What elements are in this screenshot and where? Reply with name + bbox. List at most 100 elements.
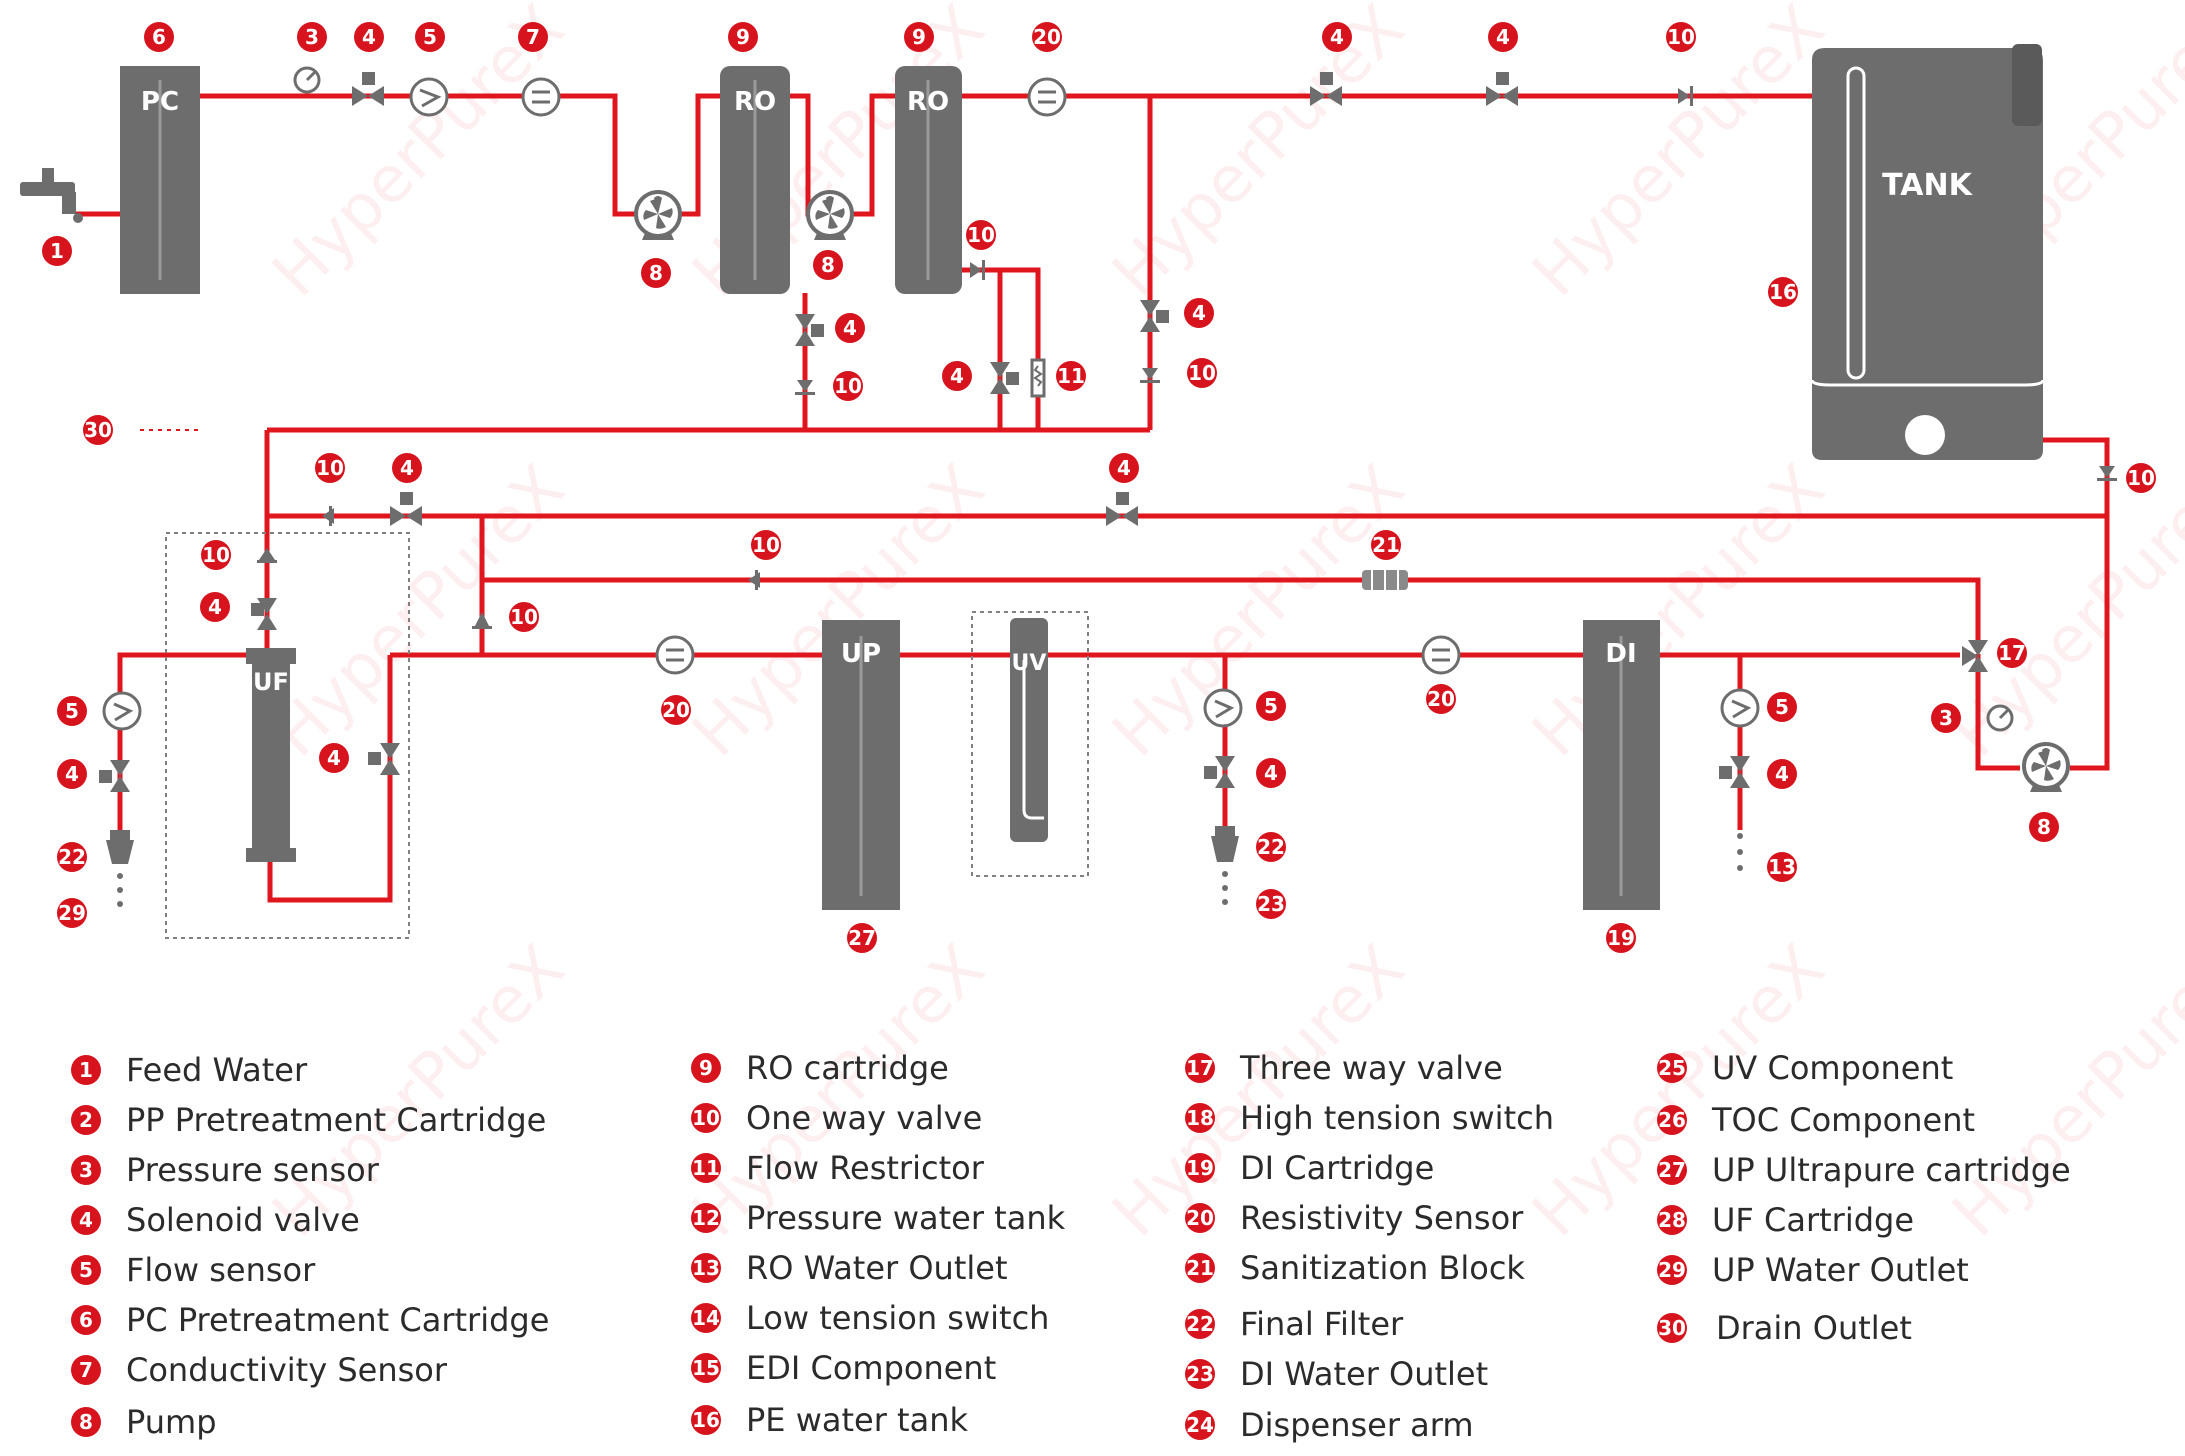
- badge: 4: [200, 592, 230, 622]
- svg-text:20: 20: [1033, 25, 1061, 49]
- sensors: [102, 66, 2014, 732]
- solenoid-valve-icon: [1106, 492, 1138, 526]
- badge: 22: [57, 842, 87, 872]
- badge: 10: [833, 371, 863, 401]
- svg-text:4: 4: [1496, 25, 1510, 49]
- svg-text:8: 8: [79, 1410, 93, 1434]
- svg-text:10: 10: [202, 543, 230, 567]
- svg-text:15: 15: [692, 1356, 720, 1380]
- tank-label: TANK: [1882, 168, 1973, 203]
- badge: 4: [392, 453, 422, 483]
- badge: 4: [942, 361, 972, 391]
- svg-text:UP Water Outlet: UP Water Outlet: [1712, 1251, 1969, 1289]
- svg-text:17: 17: [1998, 641, 2026, 665]
- svg-text:Feed Water: Feed Water: [126, 1051, 308, 1089]
- svg-text:5: 5: [1264, 694, 1278, 718]
- ro-label-1: RO: [734, 87, 776, 117]
- diagram-badges: 1 6 3 4 5 7 9 9 20 4 4 10 8 8 10 4 10 4 …: [42, 22, 2156, 953]
- faucet-icon: [20, 168, 83, 223]
- badge: 4: [1109, 453, 1139, 483]
- svg-text:14: 14: [692, 1306, 720, 1330]
- svg-text:21: 21: [1186, 1256, 1214, 1280]
- svg-text:11: 11: [1057, 364, 1085, 388]
- one-way-valve-icon: [748, 570, 760, 590]
- badge: 20: [1426, 684, 1456, 714]
- pipe-uf-outlet: [117, 652, 250, 835]
- badge: 7: [518, 22, 548, 52]
- svg-text:12: 12: [692, 1206, 720, 1230]
- svg-text:21: 21: [1372, 533, 1400, 557]
- watermark-text: HyperPureX: [1099, 0, 1419, 311]
- di-cartridge: DI: [1583, 620, 1660, 910]
- svg-text:16: 16: [1769, 280, 1797, 304]
- svg-text:20: 20: [662, 698, 690, 722]
- svg-text:10: 10: [1188, 361, 1216, 385]
- devices: PC RO RO TANK UF: [20, 44, 2045, 910]
- resistivity-sensor-icon: [1421, 635, 1461, 675]
- solenoid-valve-icon: [1140, 300, 1169, 332]
- flow-sensor-icon: [1203, 688, 1243, 728]
- pipe-pump-to-3way: [1975, 654, 2020, 771]
- svg-text:30: 30: [1658, 1316, 1686, 1340]
- svg-text:19: 19: [1607, 926, 1635, 950]
- badge: 5: [57, 696, 87, 726]
- pressure-sensor-icon: [293, 66, 321, 94]
- svg-text:UP Ultrapure cartridge: UP Ultrapure cartridge: [1712, 1151, 2071, 1189]
- svg-text:13: 13: [692, 1256, 720, 1280]
- svg-text:13: 13: [1768, 855, 1796, 879]
- svg-text:4: 4: [1117, 456, 1131, 480]
- flow-sensor-icon: [409, 77, 449, 117]
- badge: 4: [1322, 22, 1352, 52]
- one-way-valve-icon: [2097, 466, 2117, 481]
- svg-text:3: 3: [1939, 706, 1953, 730]
- ro-label-2: RO: [907, 87, 949, 117]
- svg-text:4: 4: [65, 762, 79, 786]
- legend-item: 24 Dispenser arm: [1185, 1406, 1474, 1444]
- outlets: [106, 826, 1743, 907]
- uf-label: UF: [253, 668, 289, 696]
- check-valves: [257, 86, 2117, 629]
- badge: 27: [847, 923, 877, 953]
- solenoid-valve-icon: [368, 743, 400, 775]
- valves: [99, 72, 1988, 792]
- badge: 10: [751, 530, 781, 560]
- svg-text:10: 10: [692, 1106, 720, 1130]
- svg-text:High tension switch: High tension switch: [1240, 1099, 1554, 1137]
- badge: 4: [57, 759, 87, 789]
- solenoid-valve-icon: [352, 72, 384, 106]
- solenoid-valve-icon: [99, 760, 130, 792]
- pressure-sensor-icon: [1986, 704, 2014, 732]
- badge: 4: [319, 743, 349, 773]
- one-way-valve-icon: [1678, 86, 1693, 106]
- badge: 1: [42, 236, 72, 266]
- svg-text:29: 29: [1658, 1258, 1686, 1282]
- three-way-valve-icon: [1962, 640, 1988, 672]
- legend-item: 13 RO Water Outlet: [691, 1249, 1008, 1287]
- svg-text:22: 22: [1257, 835, 1285, 859]
- svg-text:5: 5: [1775, 695, 1789, 719]
- svg-text:10: 10: [834, 374, 862, 398]
- svg-text:24: 24: [1186, 1413, 1214, 1437]
- badge: 10: [966, 220, 996, 250]
- badge: 10: [1666, 22, 1696, 52]
- one-way-valve-icon: [795, 380, 815, 395]
- badge: 30: [83, 415, 113, 445]
- svg-text:DI Cartridge: DI Cartridge: [1240, 1149, 1434, 1187]
- svg-text:Dispenser arm: Dispenser arm: [1240, 1406, 1474, 1444]
- pumps: [634, 190, 2070, 792]
- svg-text:RO Water Outlet: RO Water Outlet: [746, 1249, 1008, 1287]
- svg-text:9: 9: [699, 1056, 713, 1080]
- badge: 17: [1997, 638, 2027, 668]
- pipe-sanit: [482, 577, 1981, 640]
- one-way-valve-icon: [472, 612, 492, 629]
- badge: 8: [641, 258, 671, 288]
- svg-text:10: 10: [1667, 25, 1695, 49]
